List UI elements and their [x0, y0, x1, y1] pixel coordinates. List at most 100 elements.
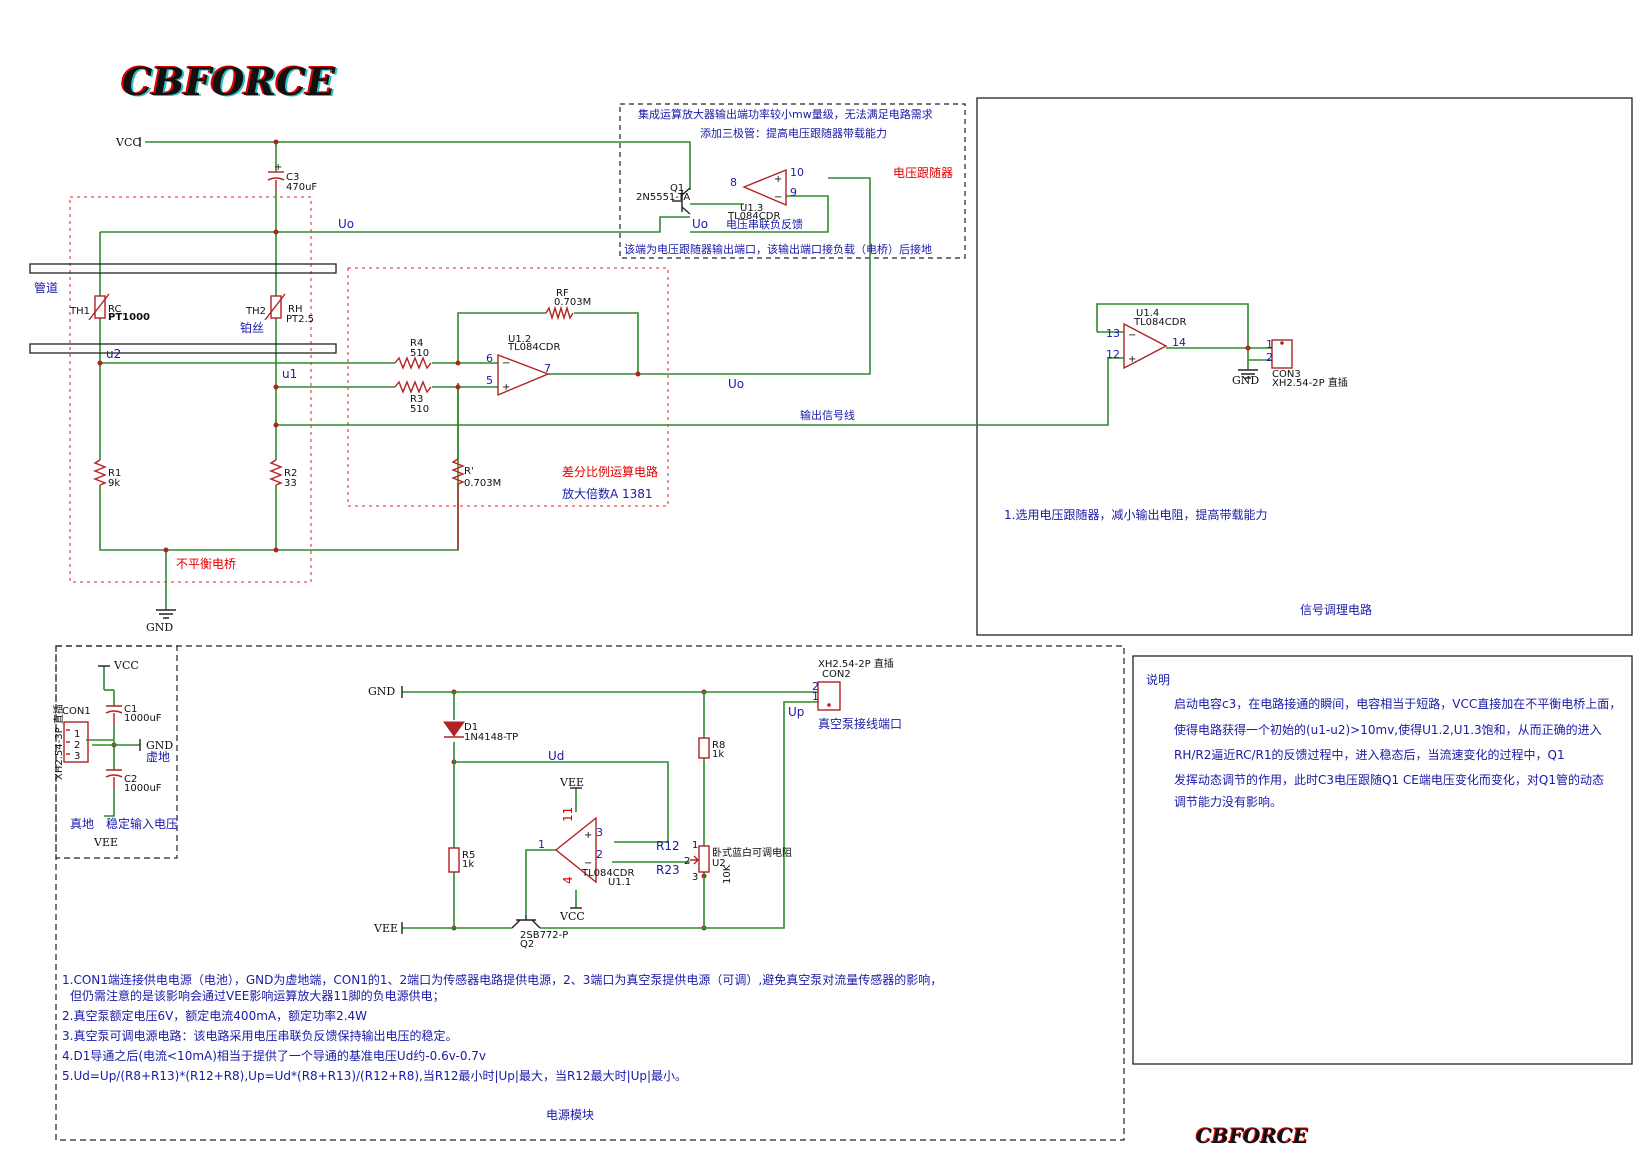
svg-text:−: − [502, 358, 510, 369]
pot-name: 卧式蓝白可调电阻 [712, 846, 792, 859]
rf-resistor [545, 305, 574, 321]
power-note-4: 4.D1导通之后(电流<10mA)相当于提供了一个导通的基准电压Ud约-0.6v… [62, 1048, 486, 1063]
con2-p1: 1 [812, 690, 819, 703]
q1-ref: Q1 [670, 183, 684, 194]
r8-ref: R8 [712, 740, 725, 751]
con1-p2: 2 [74, 740, 80, 751]
u14-pin-a: 13 [1106, 327, 1120, 340]
signal-region [976, 97, 1633, 636]
u11-pin-p: 3 [596, 826, 603, 839]
th1-ref: TH1 [69, 306, 90, 317]
uo-label-2: Uo [692, 217, 708, 231]
logo-shadow-cyan: CBFORCE [124, 60, 338, 105]
r5-resistor [448, 847, 460, 873]
diffamp-gain: 放大倍数A 1381 [562, 486, 653, 501]
u11-part: TL084CDR [581, 868, 634, 879]
vcc-label: VCC [115, 136, 141, 149]
power-note-3: 3.真空泵可调电源电路：该电路采用电压串联负反馈保持输出电压的稳定。 [62, 1028, 457, 1043]
gnd-symbol-signal [1238, 369, 1258, 379]
explain-line-1: 启动电容c3，在电路接通的瞬间，电容相当于短路，VCC直接加在不平衡电桥上面， [1174, 696, 1621, 711]
ud-label: Ud [548, 749, 564, 763]
r8-value: 1k [712, 749, 724, 760]
r3-value: 510 [410, 404, 429, 415]
con2-ref: CON2 [822, 669, 851, 680]
c1-ref: C1 [124, 704, 137, 715]
explain-line-2: 使得电路获得一个初始的(u1-u2)>10mv,使得U1.2,U1.3饱和，从而… [1174, 722, 1602, 737]
c2-ref: C2 [124, 774, 137, 785]
logo-bottom: CBFORCE [1196, 1124, 1309, 1148]
u12-part: TL084CDR [507, 342, 560, 353]
logo-shadow-red: CBFORCE [120, 58, 334, 103]
u14-part: TL084CDR [1133, 317, 1186, 328]
u12-pin-out: 7 [544, 362, 551, 375]
u1-label: u1 [282, 367, 297, 381]
u12-ref: U1.2 [508, 334, 531, 345]
follower-note1: 集成运算放大器输出端功率较小mw量级，无法满足电路需求 [638, 107, 933, 121]
u14-ref: U1.4 [1136, 308, 1159, 319]
c1-value: 1000uF [124, 713, 162, 724]
svg-text:+: + [502, 382, 510, 393]
d1-diode [443, 721, 465, 738]
gnd-label-bridge: GND [146, 621, 173, 634]
th2-value: PT2.5 [286, 314, 314, 325]
u13-ref: U1.3 [740, 203, 763, 214]
pot-r23: R23 [656, 863, 680, 877]
r4-resistor [394, 356, 432, 370]
q2-transistor [511, 915, 541, 929]
u11-pin-vcc: 4 [561, 876, 575, 884]
pipe-bottom [29, 343, 337, 354]
junction-dots [97, 139, 1251, 931]
con2-p2: 2 [812, 680, 819, 693]
r4-ref: R4 [410, 338, 423, 349]
u12-pin-plus: 5 [486, 374, 493, 387]
pot-ref: U2 [712, 858, 726, 869]
u13-pin-b: 9 [790, 186, 797, 199]
signal-line-label: 输出信号线 [800, 408, 855, 422]
th1-thermistor [88, 293, 110, 321]
pot-value: 10K [722, 864, 733, 884]
c3-capacitor: + [267, 162, 285, 192]
u2-potentiometer [690, 845, 710, 873]
u14-pin-out: 14 [1172, 336, 1186, 349]
follower-feedback: 电压串联负反馈 [726, 217, 803, 231]
r8-resistor [698, 737, 710, 759]
follower-note2: 添加三极管：提高电压跟随器带载能力 [700, 126, 887, 140]
power-title: 电源模块 [546, 1108, 594, 1122]
explain-title: 说明 [1146, 672, 1170, 687]
con3-part: XH2.54-2P 直插 [1272, 376, 1348, 389]
q1-transistor [672, 187, 691, 215]
input-region [55, 645, 178, 859]
u11-ref: U1.1 [608, 877, 631, 888]
svg-text:+: + [774, 174, 782, 185]
vee-label-power: VEE [373, 922, 398, 935]
u14-opamp [1123, 322, 1168, 370]
bridge-region [69, 196, 312, 583]
r1-value: 9k [108, 478, 120, 489]
q1-part: 2N5551-TA [636, 192, 690, 203]
svg-text:+: + [584, 830, 592, 841]
gnd-label-power: GND [368, 685, 395, 698]
th2-name: RH [288, 304, 302, 315]
con1-ref: CON1 [62, 706, 91, 717]
svg-text:+: + [274, 162, 282, 173]
c2-value: 1000uF [124, 783, 162, 794]
svg-text:+: + [1128, 354, 1136, 365]
u12-pin-minus: 6 [486, 352, 493, 365]
con3-ref: CON3 [1272, 369, 1301, 380]
explain-region [1132, 655, 1633, 1065]
true-ground-label: 真地 [70, 817, 94, 831]
c2-capacitor [105, 769, 123, 790]
rp-value: 0.703M [464, 478, 501, 489]
u11-pin-out: 1 [538, 838, 545, 851]
r4-value: 510 [410, 348, 429, 359]
r3-ref: R3 [410, 394, 423, 405]
signal-note: 1.选用电压跟随器，减小输出电阻，提高带载能力 [1004, 507, 1267, 522]
r2-ref: R2 [284, 468, 297, 479]
power-note-1b: 但仍需注意的是该影响会通过VEE影响运算放大器11脚的负电源供电； [70, 988, 445, 1003]
th1-name: RC [108, 304, 121, 315]
vcc-label-u11: VCC [559, 910, 585, 923]
up-label: Up [788, 705, 804, 719]
stable-input-label: 稳定输入电压 [106, 816, 178, 831]
con1-p3: 3 [74, 751, 80, 762]
